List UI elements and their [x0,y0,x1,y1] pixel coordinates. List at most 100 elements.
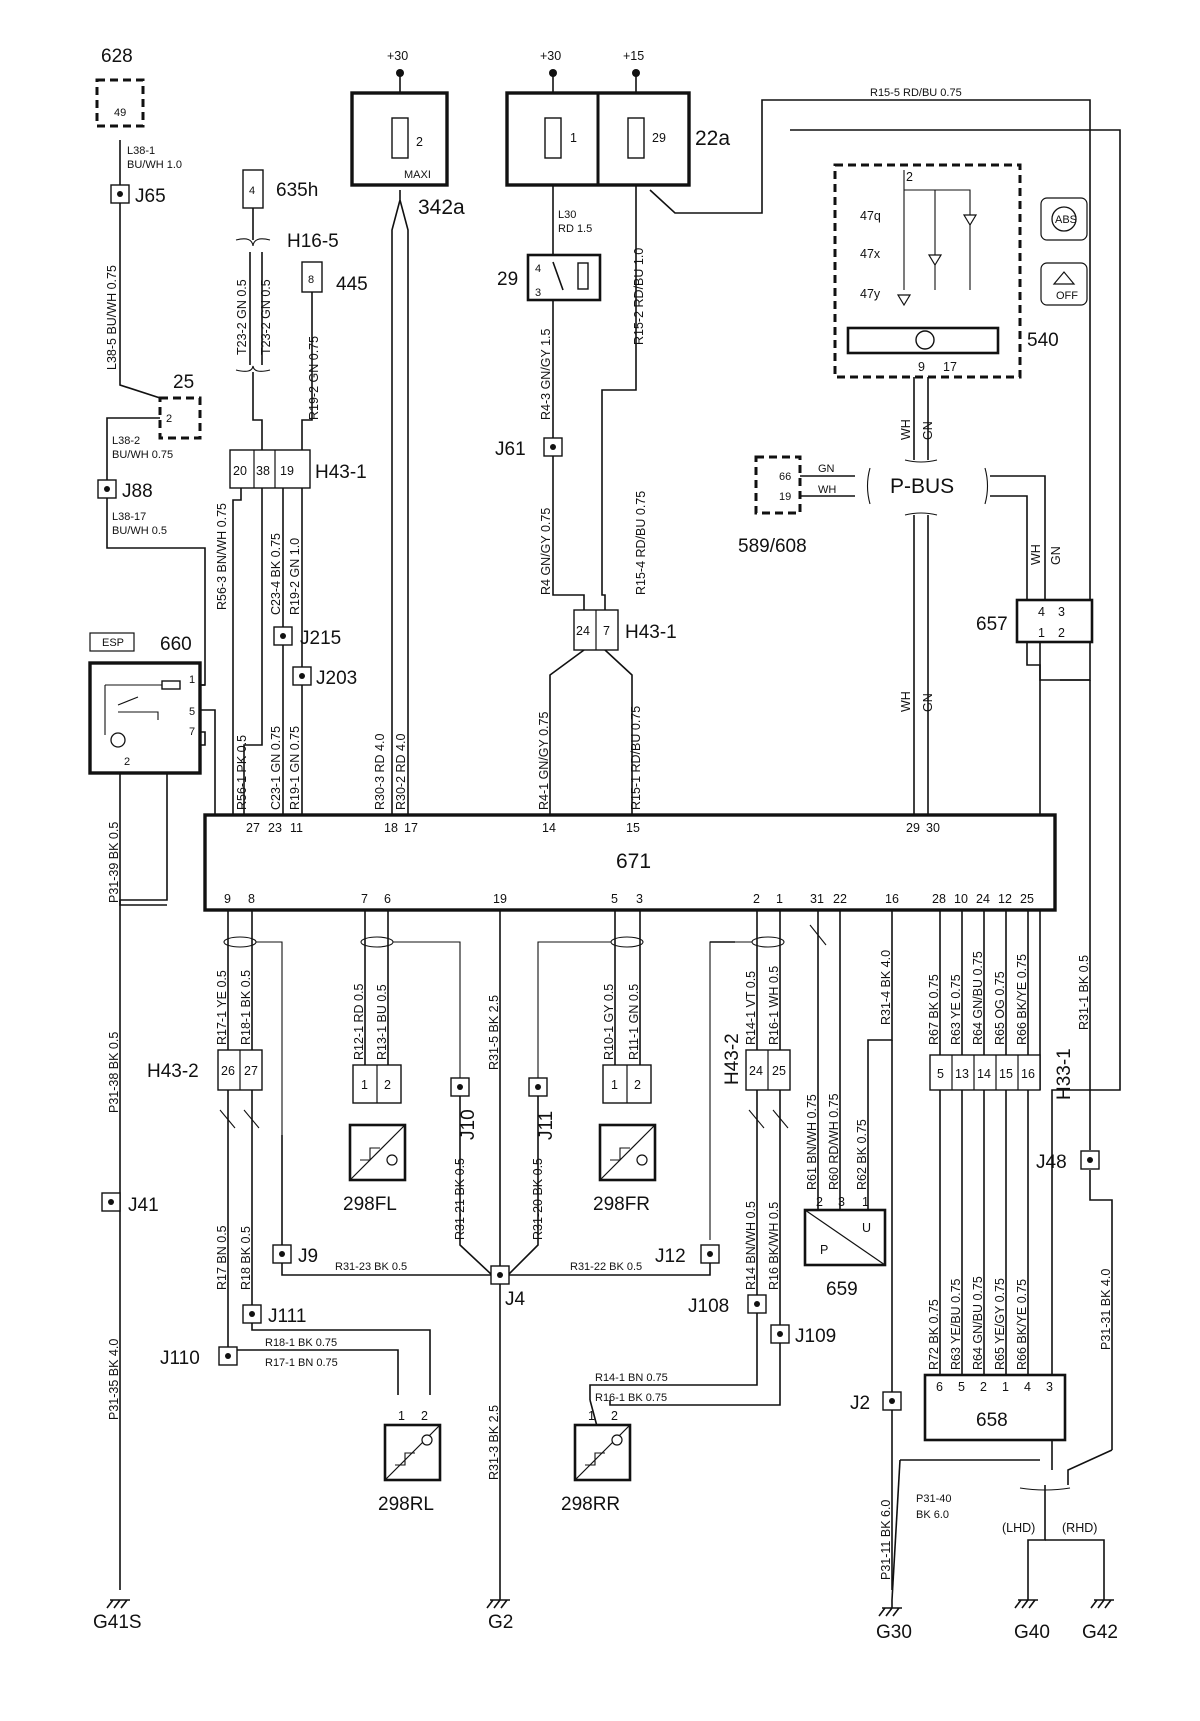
lamp-icon [110,732,126,748]
ecu-pin-2: 2 [753,892,760,906]
pin-658-1: 1 [1002,1380,1009,1394]
connector-445: 8 445 [301,261,368,295]
wire-l38-2-spec: BU/WH 0.75 [112,449,173,461]
gear-icon [611,1434,623,1446]
ecu-pin-17: 17 [404,821,418,835]
pin-659-u: U [862,1221,871,1235]
pin-540-2: 2 [906,170,913,184]
connector-h43-2-left-label: H43-2 [147,1061,199,1082]
wire-r64-lower: R64 GN/BU 0.75 [971,1276,985,1370]
pin-658-3: 3 [1046,1380,1053,1394]
ecu-pin-27: 27 [246,821,260,835]
ground-g30-label: G30 [876,1622,912,1643]
esp-label: ESP [102,637,124,649]
wire-r19-2-upper: R19-2 GN 0.75 [307,336,321,420]
ecu-pin-16: 16 [885,892,899,906]
relay-29: 29 4 3 [497,253,602,302]
wire-r10-1: R10-1 GY 0.5 [602,984,616,1060]
wire-r30-2: R30-2 RD 4.0 [394,734,408,810]
wire-r64-upper: R64 GN/BU 0.75 [971,951,985,1045]
junction-j9-label: J9 [298,1246,318,1267]
wire-r15-2: R15-2 RD/BU 1.0 [632,248,646,345]
junction-j11-label: J11 [536,1111,557,1140]
sensor-rr-pin-2: 2 [611,1409,618,1423]
wire-r31-1: R31-1 BK 0.5 [1077,955,1091,1030]
junction-j4-label: J4 [505,1289,526,1310]
sensor-298rr-label: 298RR [561,1494,620,1515]
ecu-pin-9: 9 [224,892,231,906]
wire-l38-17: L38-17 [112,511,146,523]
junction-j2-label: J2 [850,1393,870,1414]
wire-wh-657: WH [1029,544,1043,565]
pin-659-2: 2 [816,1195,823,1209]
wire-r67: R67 BK 0.75 [927,974,941,1045]
connector-h43-2-right: 24 25 H43-2 [722,1033,791,1091]
terminal-15 [632,69,640,77]
component-25: 25 2 [158,372,202,440]
wire-gn-540: GN [921,421,935,440]
wire-r60: R60 RD/WH 0.75 [827,1093,841,1190]
fuse-22a: +30 +15 1 29 22a [505,49,730,187]
connector-h43-2-left: 26 27 H43-2 [147,1049,263,1091]
sensor-rl-pin-2: 2 [421,1409,428,1423]
connector-445-label: 445 [336,274,368,295]
wire-r31-23: R31-23 BK 0.5 [335,1261,407,1273]
wire-r31-4: R31-4 BK 4.0 [879,950,893,1025]
wire-gn-66: GN [818,463,835,475]
wire-l38-1: L38-1 [127,145,155,157]
ecu-pin-29: 29 [906,821,920,835]
wire-p31-11: P31-11 BK 6.0 [879,1500,893,1580]
ground-g42-icon [1090,1599,1114,1609]
pin-h43-2-25: 25 [772,1064,786,1078]
junction-j203-label: J203 [316,668,357,689]
ecu-pin-1: 1 [776,892,783,906]
connector-h43-1-lower: 24 7 H43-1 [573,609,677,651]
ecu-bottom-pins: 9 8 7 6 19 5 3 2 1 31 22 16 28 10 24 12 … [224,892,1034,906]
ground-g40-icon [1014,1599,1038,1609]
wire-r66-lower: R66 BK/YE 0.75 [1015,1279,1029,1370]
ground-g2-icon [486,1590,510,1609]
fuse-maxi-label: MAXI [404,169,431,181]
wire-l38-17-spec: BU/WH 0.5 [112,525,167,537]
variant-lhd-label: (LHD) [1002,1521,1035,1535]
wire-r4: R4 GN/GY 0.75 [539,508,553,595]
component-628-label: 628 [101,46,133,67]
wire-p31-38: P31-38 BK 0.5 [107,1032,121,1113]
pin-h43-1-19: 19 [280,464,294,478]
pin-540-9: 9 [918,360,925,374]
ecu-pin-15: 15 [626,821,640,835]
pin-h43-1-20: 20 [233,464,247,478]
junction-j12-label: J12 [655,1246,686,1267]
ecu-pin-19: 19 [493,892,507,906]
junction-j88-label: J88 [122,481,153,502]
ecu-pin-11: 11 [290,821,303,835]
wire-r31-21: R31-21 BK 0.5 [453,1158,467,1240]
pin-657-3: 3 [1058,605,1065,619]
wire-r17-1: R17-1 YE 0.5 [215,970,229,1045]
connector-h43-2-right-label: H43-2 [722,1033,743,1085]
junction-j109-label: J109 [795,1326,836,1347]
gear-icon [636,1154,648,1166]
sensor-fr-pin-2: 2 [634,1078,641,1092]
wire-r14-1-rear: R14-1 BN 0.75 [595,1372,668,1384]
wire-p31-39: P31-39 BK 0.5 [107,822,121,903]
grounds: G41S G2 G30 G40 G42 (LHD) (RHD) [93,1487,1118,1643]
pin-657-4: 4 [1038,605,1045,619]
pin-540-17: 17 [943,360,957,374]
connector-635h-label: 635h [276,180,318,201]
sensor-fr-pin-1: 1 [611,1078,618,1092]
wire-r62: R62 BK 0.75 [855,1119,869,1190]
wire-r18: R18 BK 0.5 [239,1226,253,1290]
ecu-pin-24: 24 [976,892,990,906]
fuse-342a-label: 342a [418,196,465,219]
sensor-298rr: 1 2 298RR [561,1409,632,1515]
ecu-pin-23: 23 [268,821,282,835]
component-658: 6 5 2 1 4 3 658 [923,1373,1067,1442]
wire-r65-lower: R65 YE/GY 0.75 [993,1278,1007,1370]
component-660-label: 660 [160,634,192,655]
wire-r31-3: R31-3 BK 2.5 [487,1405,501,1480]
wire-r16-1: R16-1 WH 0.5 [767,966,781,1045]
junction-j108-label: J108 [688,1296,729,1317]
ecu-671-label: 671 [616,850,651,873]
wire-r63-upper: R63 YE 0.75 [949,974,963,1045]
